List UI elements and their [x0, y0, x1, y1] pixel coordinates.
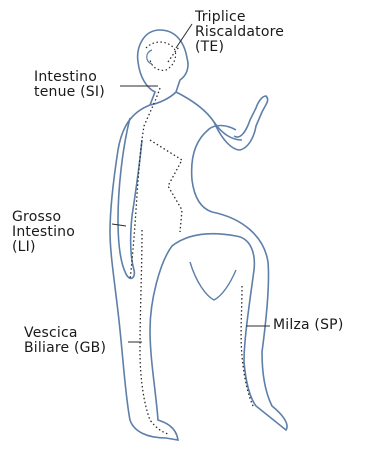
- head-meridian: [146, 42, 176, 70]
- label-gallbladder: Vescica Biliare (GB): [24, 326, 106, 356]
- label-small-intestine: Intestino tenue (SI): [34, 70, 105, 100]
- leader-triple-heater: [176, 24, 192, 48]
- label-small-intestine-line-2: tenue (SI): [34, 85, 105, 100]
- label-gallbladder-line-1: Vescica: [24, 326, 106, 341]
- label-triple-heater-line-1: Triplice: [195, 10, 284, 25]
- front-leg-outline: [190, 262, 236, 300]
- torso-outline: [110, 105, 287, 440]
- small-intestine-meridian: [130, 88, 160, 280]
- torso-zigzag-meridian: [150, 140, 182, 232]
- label-small-intestine-line-1: Intestino: [34, 70, 105, 85]
- ear-outline: [147, 50, 152, 64]
- leader-large-intestine: [112, 224, 126, 226]
- back-arm-outline: [118, 118, 142, 278]
- spleen-meridian: [241, 286, 254, 408]
- label-large-intestine-line-2: Intestino: [12, 225, 75, 240]
- label-triple-heater-line-2: Riscaldatore: [195, 25, 284, 40]
- chest-outline: [176, 92, 242, 140]
- raised-arm-outline: [214, 96, 268, 150]
- label-spleen: Milza (SP): [273, 318, 344, 333]
- label-large-intestine-line-3: (LI): [12, 240, 75, 255]
- label-large-intestine: Grosso Intestino (LI): [12, 210, 75, 255]
- label-spleen-line-1: Milza (SP): [273, 318, 344, 333]
- label-triple-heater-line-3: (TE): [195, 40, 284, 55]
- triple-heater-meridian: [168, 46, 180, 62]
- label-gallbladder-line-2: Biliare (GB): [24, 341, 106, 356]
- label-triple-heater: Triplice Riscaldatore (TE): [195, 10, 284, 55]
- label-large-intestine-line-1: Grosso: [12, 210, 75, 225]
